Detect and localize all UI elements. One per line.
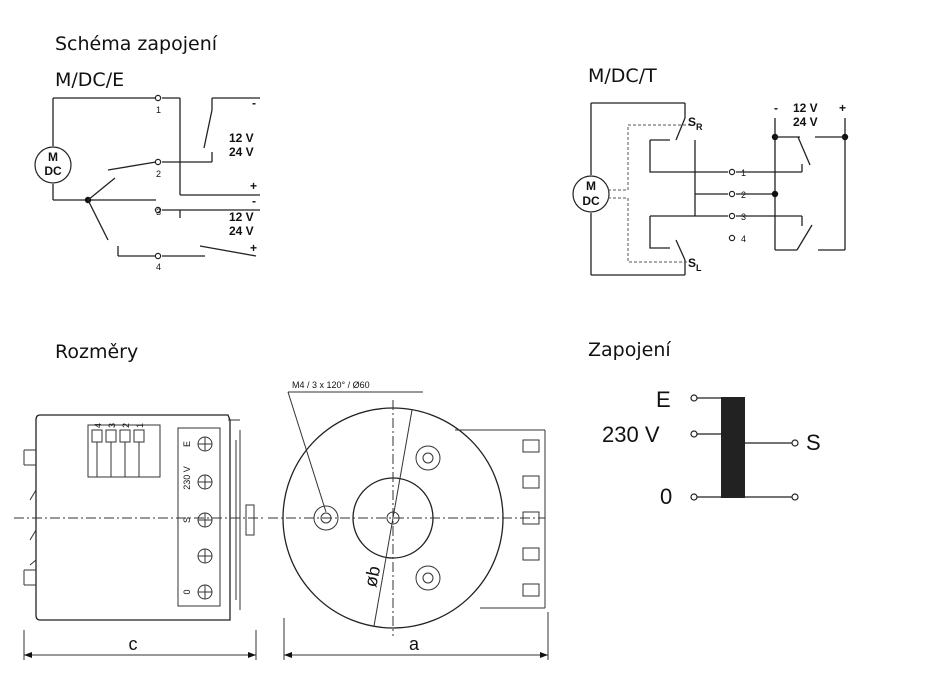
motor-symbol	[34, 146, 72, 184]
mdce-diagram: M DC 1 2 3 4 - 12 V 24 V +	[34, 94, 260, 272]
connection-label-e: E	[656, 387, 671, 412]
mdct-sr-label: SR	[688, 115, 703, 132]
mdct-terminal-1: 1	[741, 168, 746, 178]
mdct-motor-m: M	[586, 179, 596, 193]
connection-title: Zapojení	[588, 339, 671, 361]
mdce-24v-bottom: 24 V	[229, 224, 254, 238]
motor-label-m: M	[48, 150, 58, 164]
mdce-minus-bottom: -	[252, 194, 256, 208]
mdct-terminal-4: 4	[741, 234, 746, 244]
connection-label-s: S	[806, 430, 821, 455]
mdct-terminal-3: 3	[741, 212, 746, 222]
mdct-plus: +	[839, 101, 846, 115]
terminal-screws	[197, 436, 213, 600]
connection-label-0: 0	[660, 484, 672, 509]
wiring-title: Schéma zapojení	[55, 33, 218, 55]
dimension-c: c	[129, 634, 138, 654]
motor-label-dc: DC	[44, 164, 62, 178]
housing-fins	[522, 439, 540, 597]
mdct-24v: 24 V	[793, 115, 818, 129]
mdce-terminal-4: 4	[156, 262, 161, 272]
connection-label-230v: 230 V	[602, 422, 660, 447]
mdct-sl-label: SL	[688, 256, 702, 273]
hole-callout: M4 / 3 x 120° / Ø60	[292, 380, 370, 390]
left-model-title: M/DC/E	[55, 69, 124, 91]
mdce-terminal-1: 1	[156, 105, 161, 115]
strip-number-2: 2	[121, 423, 131, 428]
strip-label-e: E	[182, 441, 192, 447]
mdce-terminal-3: 3	[156, 207, 161, 217]
mdce-minus-top: -	[252, 96, 256, 110]
strip-label-zero: 0	[182, 589, 192, 594]
strip-number-1: 1	[135, 423, 145, 428]
dimension-phi-b: øb	[360, 564, 384, 589]
mdce-12v-top: 12 V	[229, 131, 254, 145]
strip-number-3: 3	[107, 423, 117, 428]
mdce-12v-bottom: 12 V	[229, 210, 254, 224]
mdct-minus: -	[774, 101, 778, 115]
side-view-drawing: 4 3 2 1 E 230 V S 0 c	[14, 414, 265, 660]
mdct-motor-dc: DC	[582, 194, 600, 208]
front-view-drawing: M4 / 3 x 120° / Ø60 øb a	[268, 380, 549, 660]
mdce-terminal-2: 2	[156, 169, 161, 179]
mdce-24v-top: 24 V	[229, 145, 254, 159]
strip-label-s: S	[182, 517, 192, 523]
dimensions-title: Rozměry	[55, 341, 138, 363]
mdce-plus-bottom: +	[250, 241, 257, 255]
strip-label-230v: 230 V	[182, 466, 192, 490]
dimension-a: a	[409, 634, 420, 654]
mdct-motor-symbol	[572, 175, 610, 213]
strip-number-4: 4	[93, 423, 103, 428]
mdce-plus-top: +	[250, 179, 257, 193]
connection-resistor	[721, 397, 745, 498]
connection-diagram: E 230 V 0 S	[602, 387, 821, 509]
mdct-diagram: M DC SR SL 1 2 3 4	[572, 101, 849, 276]
right-model-title: M/DC/T	[588, 65, 657, 87]
mdct-terminal-2: 2	[741, 190, 746, 200]
mdct-12v: 12 V	[793, 101, 818, 115]
